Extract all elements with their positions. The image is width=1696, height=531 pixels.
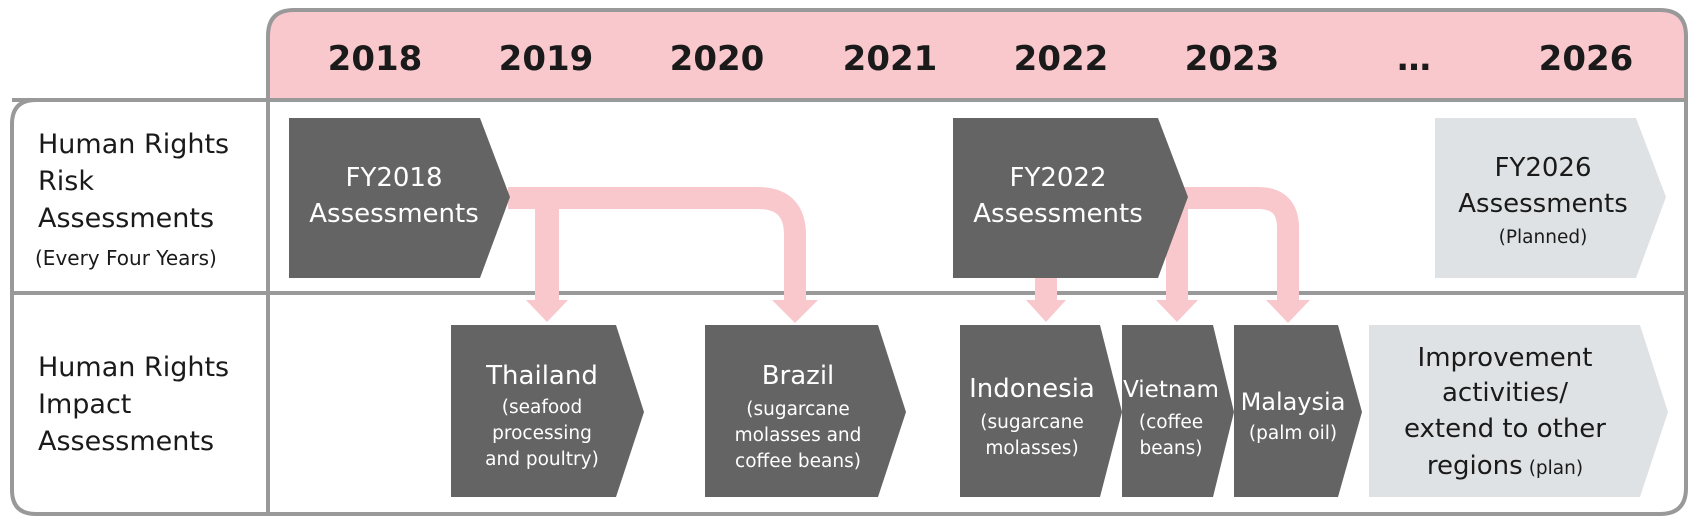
vietnam-box: Vietnam (coffee beans) bbox=[1122, 325, 1234, 497]
box-line: FY2022 bbox=[1009, 163, 1106, 193]
brazil-box: Brazil (sugarcane molasses and coffee be… bbox=[705, 325, 906, 497]
box-title: Malaysia bbox=[1241, 388, 1346, 416]
year-header: … bbox=[1397, 39, 1431, 79]
box-line: FY2018 bbox=[345, 163, 442, 193]
frames bbox=[10, 8, 1688, 516]
malaysia-box: Malaysia (palm oil) bbox=[1234, 325, 1362, 497]
connector-arrows bbox=[508, 187, 1310, 323]
arrow-fy2022-to-indonesia bbox=[1026, 278, 1066, 322]
arrow-fy2018-to-thailand bbox=[526, 206, 568, 322]
box-line: regions (plan) bbox=[1427, 451, 1583, 481]
box-subline: (Planned) bbox=[1499, 227, 1588, 248]
chevron-shape bbox=[1369, 325, 1668, 497]
risk-assessment-boxes: FY2018 Assessments FY2022 Assessments FY… bbox=[289, 118, 1666, 278]
fy2018-assessment-box: FY2018 Assessments bbox=[289, 118, 510, 278]
row-label-line: Assessments bbox=[38, 426, 214, 457]
box-subline: (palm oil) bbox=[1249, 423, 1337, 444]
body-frame-outline bbox=[10, 98, 1688, 516]
row-label-line: Impact bbox=[38, 389, 131, 420]
box-subline: coffee beans) bbox=[735, 451, 861, 472]
box-line: Assessments bbox=[1458, 189, 1628, 219]
year-header: 2021 bbox=[843, 39, 938, 79]
header-band bbox=[268, 10, 1686, 100]
chevron-shape bbox=[451, 325, 644, 497]
top-frame-outline bbox=[266, 8, 1688, 100]
year-header: 2023 bbox=[1185, 39, 1280, 79]
row-label-line: Human Rights bbox=[38, 352, 229, 383]
row-label-line: Human Rights bbox=[38, 129, 229, 160]
year-header: 2022 bbox=[1014, 39, 1109, 79]
box-subline: (sugarcane bbox=[746, 399, 849, 420]
chevron-shape bbox=[953, 118, 1188, 278]
year-header: 2020 bbox=[670, 39, 765, 79]
box-line: FY2026 bbox=[1494, 153, 1591, 183]
year-headers: 2018 2019 2020 2021 2022 2023 … 2026 bbox=[328, 39, 1634, 79]
chevron-shape bbox=[1435, 118, 1666, 278]
fy2022-assessment-box: FY2022 Assessments bbox=[953, 118, 1188, 278]
chevron-shape bbox=[1234, 325, 1362, 497]
year-header: 2026 bbox=[1539, 39, 1634, 79]
impact-assessment-boxes: Thailand (seafood processing and poultry… bbox=[451, 325, 1668, 497]
box-subline: molasses) bbox=[985, 438, 1078, 459]
box-subline: (seafood bbox=[502, 397, 582, 418]
box-title: Indonesia bbox=[969, 374, 1095, 404]
box-line: activities/ bbox=[1442, 378, 1568, 408]
box-line: Assessments bbox=[309, 199, 479, 229]
row-label-impact: Human Rights Impact Assessments bbox=[38, 352, 229, 457]
arrowhead-malaysia bbox=[1266, 300, 1310, 323]
row-label-subtitle: (Every Four Years) bbox=[35, 246, 217, 270]
box-subline: (sugarcane bbox=[980, 412, 1083, 433]
box-subline: (coffee bbox=[1139, 412, 1203, 433]
box-title: Brazil bbox=[762, 361, 835, 391]
thailand-box: Thailand (seafood processing and poultry… bbox=[451, 325, 644, 497]
row-label-line: Assessments bbox=[38, 203, 214, 234]
arrowhead-brazil bbox=[772, 300, 818, 323]
chevron-shape bbox=[1122, 325, 1234, 497]
year-header: 2018 bbox=[328, 39, 423, 79]
improvement-activities-box: Improvement activities/ extend to other … bbox=[1369, 325, 1668, 497]
box-subline: beans) bbox=[1139, 438, 1202, 459]
row-label-risk: Human Rights Risk Assessments (Every Fou… bbox=[35, 129, 229, 270]
box-subline: and poultry) bbox=[485, 449, 599, 470]
arrow-fy2018-to-brazil bbox=[508, 187, 806, 302]
box-line: Assessments bbox=[973, 199, 1143, 229]
box-subline: processing bbox=[492, 423, 592, 444]
box-line-note: (plan) bbox=[1529, 458, 1583, 479]
chevron-shape bbox=[960, 325, 1122, 497]
row-label-line: Risk bbox=[38, 166, 94, 197]
box-subline: molasses and bbox=[735, 425, 862, 446]
chevron-shape bbox=[289, 118, 510, 278]
box-title: Vietnam bbox=[1123, 377, 1219, 403]
chevron-shape bbox=[705, 325, 906, 497]
year-header: 2019 bbox=[499, 39, 594, 79]
indonesia-box: Indonesia (sugarcane molasses) bbox=[960, 325, 1122, 497]
arrow-fy2022-to-malaysia bbox=[1168, 187, 1299, 302]
box-line: Improvement bbox=[1418, 343, 1593, 373]
fy2026-assessment-box: FY2026 Assessments (Planned) bbox=[1435, 118, 1666, 278]
box-title: Thailand bbox=[485, 361, 598, 391]
box-line: extend to other bbox=[1404, 414, 1606, 444]
box-line-main: regions bbox=[1427, 451, 1523, 481]
